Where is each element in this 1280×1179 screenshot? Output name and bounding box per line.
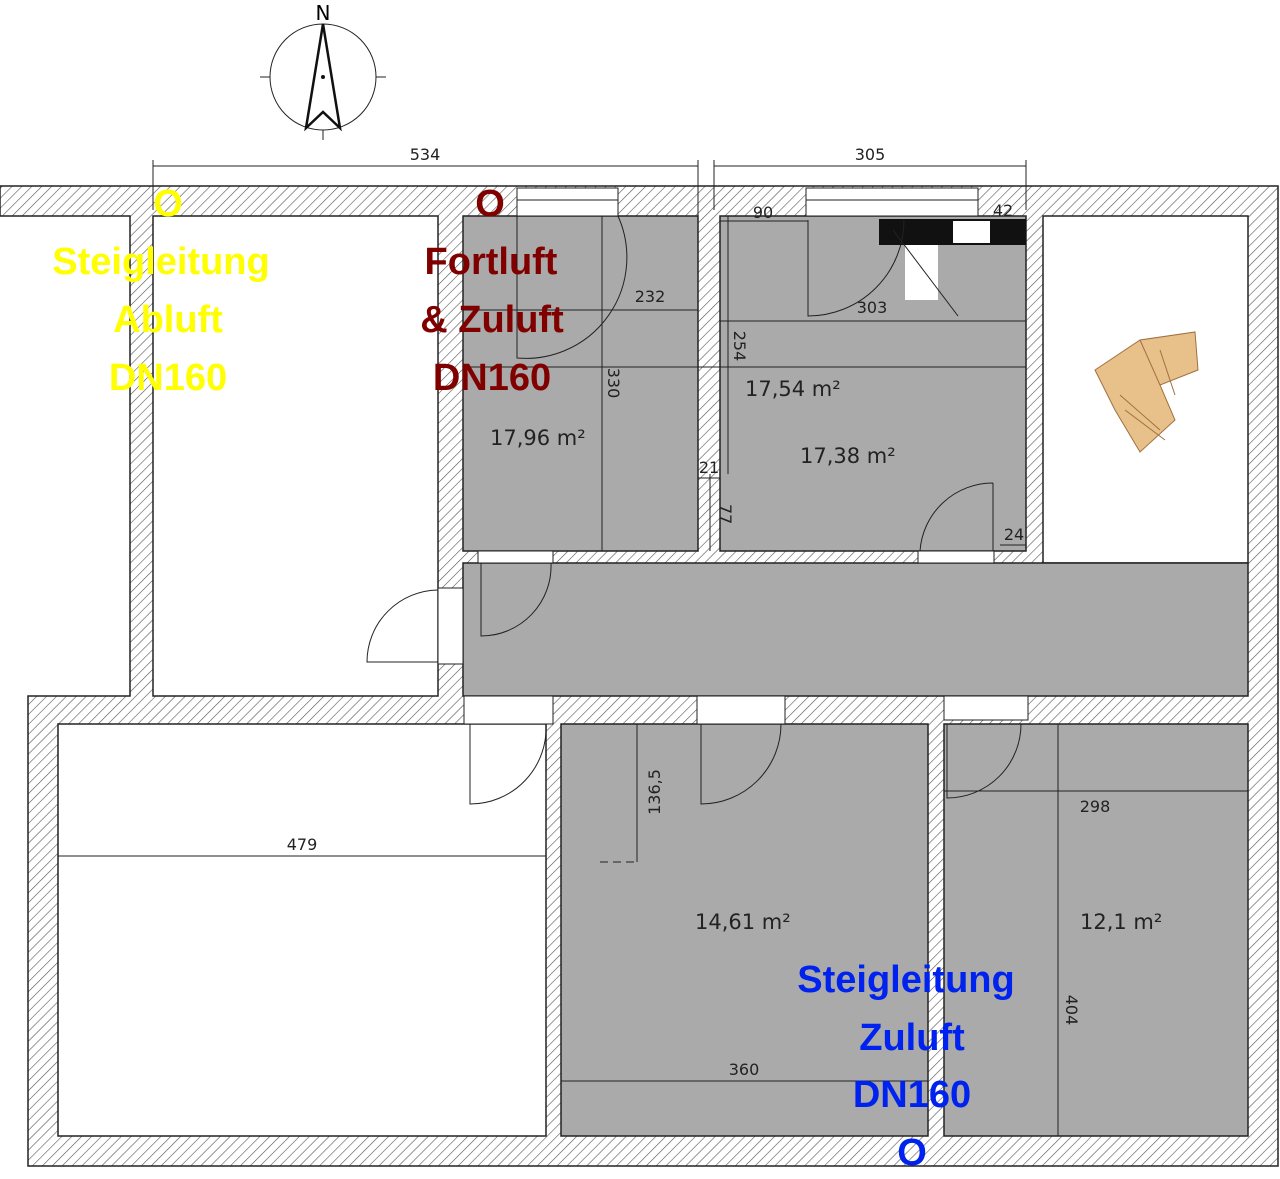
dim-136-5: 136,5 bbox=[645, 769, 664, 815]
room-b bbox=[719, 215, 1027, 552]
annotation-exhaust-riser: O Steigleitung Abluft DN160 bbox=[52, 183, 269, 399]
annotation-outlet-supply: O Fortluft & Zuluft DN160 bbox=[420, 183, 564, 399]
rooms bbox=[57, 215, 1249, 1137]
dim-479: 479 bbox=[287, 835, 318, 854]
annotation-supply-riser: Steigleitung Zuluft DN160 O bbox=[797, 959, 1014, 1174]
room-southwest bbox=[57, 723, 547, 1137]
openings bbox=[437, 187, 1029, 725]
exhaust-riser-line-3: DN160 bbox=[109, 357, 227, 399]
dim-534: 534 bbox=[410, 145, 441, 164]
north-compass-icon: N bbox=[260, 1, 386, 140]
area-room-a-overlap: 17,54 m² bbox=[745, 377, 841, 401]
room-northwest bbox=[152, 215, 439, 697]
dim-42: 42 bbox=[993, 201, 1013, 220]
door-swings bbox=[366, 215, 1022, 805]
area-room-c: 14,61 m² bbox=[695, 910, 791, 934]
outlet-supply-marker: O bbox=[475, 183, 505, 225]
dim-360: 360 bbox=[729, 1060, 760, 1079]
area-room-a: 17,96 m² bbox=[490, 426, 586, 450]
dim-298: 298 bbox=[1080, 797, 1111, 816]
dim-90: 90 bbox=[753, 203, 773, 222]
outlet-supply-line-1: Fortluft bbox=[425, 241, 558, 283]
dim-303: 303 bbox=[857, 298, 888, 317]
dim-77: 77 bbox=[716, 504, 735, 524]
supply-riser-line-3: DN160 bbox=[853, 1074, 971, 1116]
supply-riser-marker: O bbox=[897, 1132, 927, 1174]
exhaust-riser-marker: O bbox=[153, 183, 183, 225]
exhaust-riser-line-2: Abluft bbox=[113, 299, 223, 341]
staircase-icon bbox=[1094, 331, 1199, 453]
dim-232: 232 bbox=[635, 287, 666, 306]
dim-305: 305 bbox=[855, 145, 886, 164]
dim-24: 24 bbox=[1004, 525, 1024, 544]
outlet-supply-line-2: & Zuluft bbox=[420, 299, 564, 341]
dim-404: 404 bbox=[1062, 995, 1081, 1026]
dimension-lines bbox=[58, 160, 1248, 1136]
compass-north-label: N bbox=[316, 1, 331, 25]
supply-riser-line-2: Zuluft bbox=[859, 1017, 965, 1059]
dim-254: 254 bbox=[730, 331, 749, 362]
area-room-d: 12,1 m² bbox=[1080, 910, 1162, 934]
room-d bbox=[943, 723, 1249, 1137]
hallway bbox=[462, 562, 1249, 697]
area-room-b: 17,38 m² bbox=[800, 444, 896, 468]
outlet-supply-line-3: DN160 bbox=[433, 357, 551, 399]
dim-21: 21 bbox=[699, 458, 719, 477]
supply-riser-line-1: Steigleitung bbox=[797, 959, 1014, 1001]
room-a bbox=[462, 215, 699, 552]
dim-330: 330 bbox=[604, 368, 623, 399]
exhaust-riser-line-1: Steigleitung bbox=[52, 241, 269, 283]
